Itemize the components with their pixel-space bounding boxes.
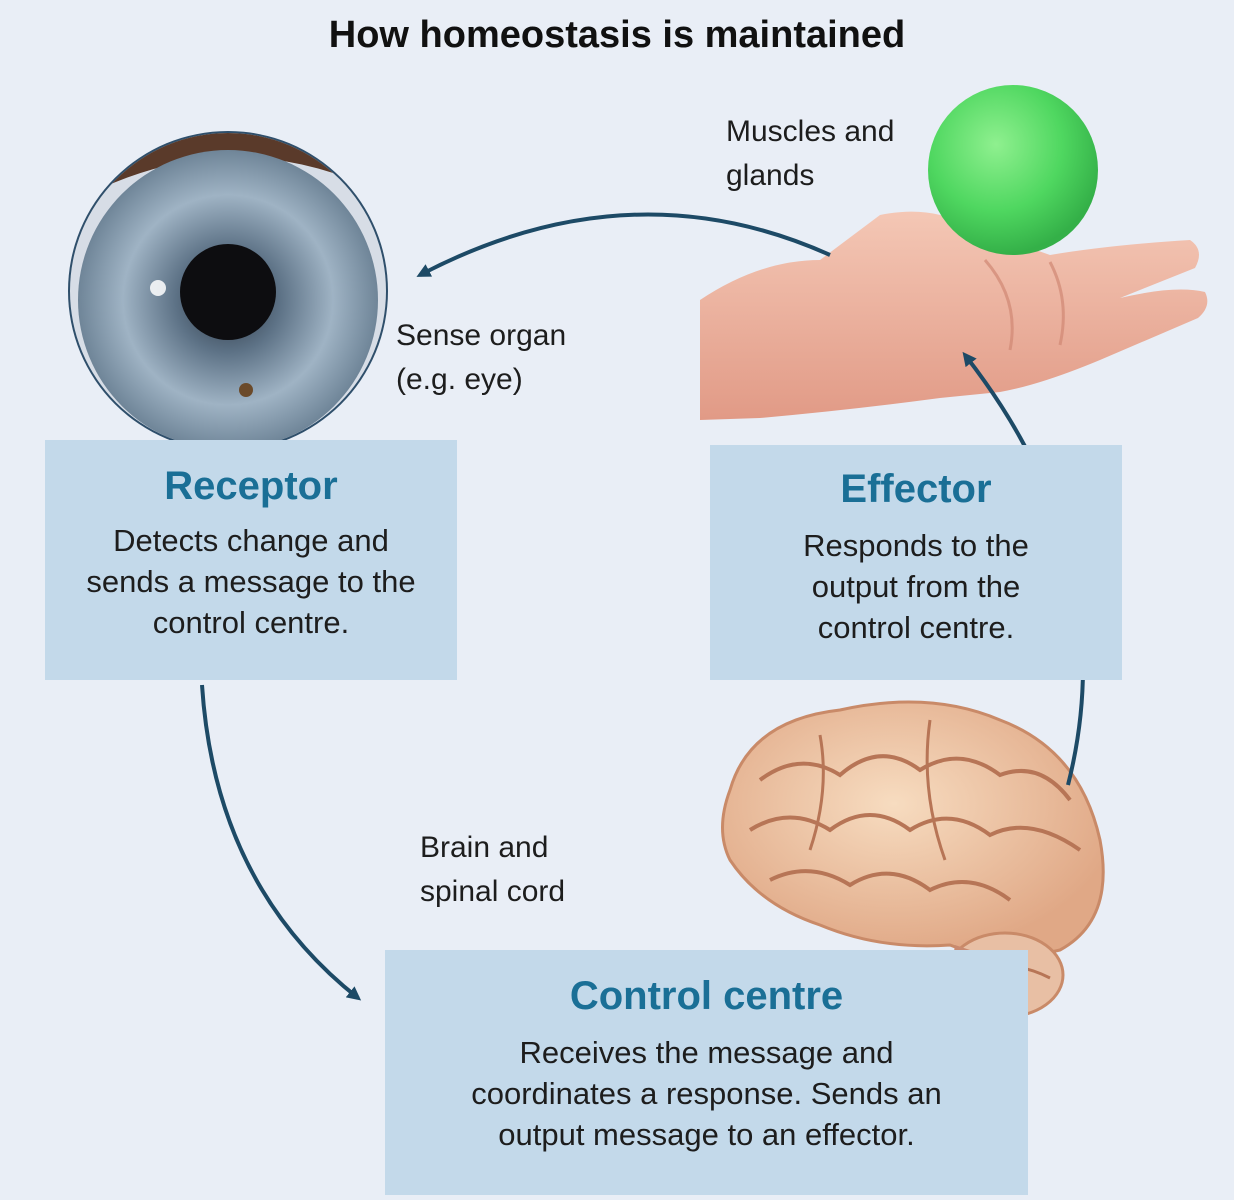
control-centre-box: Control centre Receives the message and … <box>385 950 1028 1195</box>
effector-box: Effector Responds to the output from the… <box>710 445 1122 680</box>
diagram-title: How homeostasis is maintained <box>328 14 906 56</box>
receptor-heading: Receptor <box>164 464 338 508</box>
effector-heading: Effector <box>840 467 992 511</box>
label-muscles-and-glands: Muscles and glands <box>726 115 895 192</box>
label-brain-and-spinal-cord: Brain and spinal cord <box>420 831 566 908</box>
label-sense-organ: Sense organ (e.g. eye) <box>396 319 567 396</box>
arrow-effector-to-receptor <box>416 212 831 277</box>
receptor-box: Receptor Detects change and sends a mess… <box>45 440 457 680</box>
hand-with-ball-icon <box>700 85 1208 420</box>
eye-icon <box>68 131 388 451</box>
control-centre-text: Receives the message and coordinates a r… <box>471 1035 942 1152</box>
receptor-text: Detects change and sends a message to th… <box>86 523 416 640</box>
control-centre-heading: Control centre <box>569 974 844 1018</box>
effector-text: Responds to the output from the control … <box>803 528 1029 645</box>
arrow-receptor-to-control <box>200 684 362 1001</box>
